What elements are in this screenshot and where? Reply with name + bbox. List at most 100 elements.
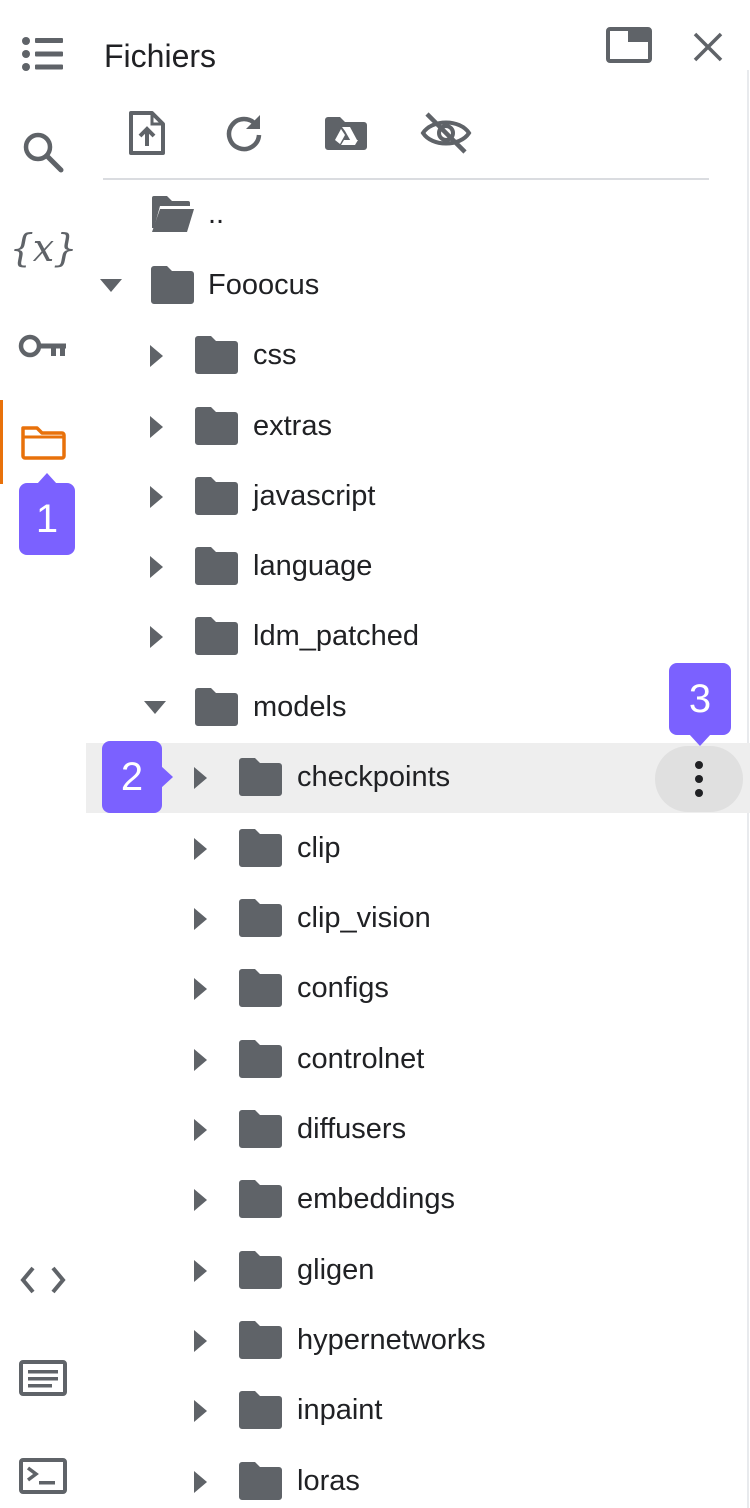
search-button[interactable] — [0, 112, 86, 192]
tree-row-parent[interactable]: .. — [86, 180, 750, 250]
folder-icon — [195, 407, 238, 445]
tree-row-clip[interactable]: clip — [86, 814, 750, 884]
tree-row-extras[interactable]: extras — [86, 392, 750, 462]
tree-label: inpaint — [297, 1394, 383, 1426]
more-vert-icon — [695, 761, 703, 797]
caret-right-icon[interactable] — [190, 908, 212, 930]
tree-label: loras — [297, 1465, 360, 1497]
tree-label: .. — [208, 198, 225, 230]
caret-right-icon[interactable] — [146, 345, 168, 367]
folder-icon — [195, 688, 238, 726]
tree-row-css[interactable]: css — [86, 321, 750, 391]
mount-drive-button[interactable] — [318, 108, 374, 158]
hide-hidden-files-icon — [420, 112, 472, 154]
panel-title: Fichiers — [104, 38, 217, 74]
tree-label: extras — [253, 410, 332, 442]
folder-icon — [239, 1251, 282, 1289]
active-indicator — [0, 400, 3, 484]
tree-row-configs[interactable]: configs — [86, 954, 750, 1024]
open-folder-icon — [152, 196, 194, 232]
folder-icon — [195, 617, 238, 655]
folder-icon — [239, 758, 282, 796]
caret-right-icon[interactable] — [146, 416, 168, 438]
tree-row-language[interactable]: language — [86, 532, 750, 602]
tree-row-ldm-patched[interactable]: ldm_patched — [86, 602, 750, 672]
tree-label: checkpoints — [297, 761, 451, 793]
close-button[interactable] — [686, 25, 730, 69]
tree-label: gligen — [297, 1254, 375, 1286]
left-rail: {x} — [0, 0, 86, 1508]
folder-icon — [239, 1462, 282, 1500]
tree-row-checkpoints[interactable]: checkpoints — [86, 743, 750, 813]
terminal-button[interactable] — [0, 1436, 86, 1508]
tree-row-diffusers[interactable]: diffusers — [86, 1095, 750, 1165]
caret-down-icon[interactable] — [100, 275, 122, 297]
tree-row-models[interactable]: models — [86, 673, 750, 743]
folder-icon — [239, 969, 282, 1007]
code-icon — [20, 1266, 66, 1294]
folder-icon — [195, 547, 238, 585]
step-badge-2: 2 — [102, 741, 173, 813]
toolbar-divider — [103, 178, 709, 180]
tree-row-fooocus[interactable]: Fooocus — [86, 251, 750, 321]
step-badge-3: 3 — [669, 663, 731, 746]
tree-label: hypernetworks — [297, 1324, 486, 1356]
tree-label: models — [253, 691, 347, 723]
tree-label: css — [253, 339, 297, 371]
folder-icon — [239, 829, 282, 867]
caret-right-icon[interactable] — [190, 1119, 212, 1141]
folder-icon — [195, 477, 238, 515]
caret-right-icon[interactable] — [190, 767, 212, 789]
tree-row-inpaint[interactable]: inpaint — [86, 1376, 750, 1446]
tree-row-clip-vision[interactable]: clip_vision — [86, 884, 750, 954]
secrets-button[interactable] — [0, 306, 86, 386]
tree-row-embeddings[interactable]: embeddings — [86, 1165, 750, 1235]
upload-button[interactable] — [119, 108, 175, 158]
refresh-button[interactable] — [216, 108, 272, 158]
folder-icon — [239, 1040, 282, 1078]
open-in-tab-icon — [606, 27, 652, 63]
tree-label: clip — [297, 832, 341, 864]
tree-label: embeddings — [297, 1183, 455, 1215]
terminal-icon — [19, 1458, 67, 1494]
tree-row-javascript[interactable]: javascript — [86, 462, 750, 532]
code-snippets-button[interactable] — [0, 1240, 86, 1320]
tree-label: language — [253, 550, 373, 582]
folder-icon — [239, 899, 282, 937]
table-of-contents-button[interactable] — [0, 14, 86, 94]
tree-label: ldm_patched — [253, 620, 420, 652]
toggle-hidden-files-button[interactable] — [418, 108, 474, 158]
caret-right-icon[interactable] — [190, 978, 212, 1000]
upload-file-icon — [129, 111, 165, 155]
mount-drive-icon — [325, 117, 367, 150]
tree-label: configs — [297, 972, 389, 1004]
step-badge-1: 1 — [19, 473, 75, 555]
key-icon — [18, 334, 66, 358]
caret-down-icon[interactable] — [144, 697, 166, 719]
open-in-tab-button[interactable] — [604, 25, 654, 65]
folder-icon — [239, 1391, 282, 1429]
caret-right-icon[interactable] — [190, 1471, 212, 1493]
caret-right-icon[interactable] — [190, 1330, 212, 1352]
refresh-icon — [226, 115, 262, 152]
caret-right-icon[interactable] — [190, 1189, 212, 1211]
caret-right-icon[interactable] — [146, 626, 168, 648]
caret-right-icon[interactable] — [146, 556, 168, 578]
caret-right-icon[interactable] — [190, 838, 212, 860]
caret-right-icon[interactable] — [190, 1400, 212, 1422]
tree-row-loras[interactable]: loras — [86, 1447, 750, 1508]
files-button[interactable] — [0, 402, 86, 482]
caret-right-icon[interactable] — [190, 1260, 212, 1282]
tree-row-controlnet[interactable]: controlnet — [86, 1025, 750, 1095]
tree-row-gligen[interactable]: gligen — [86, 1236, 750, 1306]
caret-right-icon[interactable] — [190, 1049, 212, 1071]
caret-right-icon[interactable] — [146, 486, 168, 508]
tree-row-hypernetworks[interactable]: hypernetworks — [86, 1306, 750, 1376]
folder-icon — [21, 426, 66, 460]
variables-button[interactable]: {x} — [0, 208, 86, 288]
command-palette-button[interactable] — [0, 1338, 86, 1418]
search-icon — [23, 132, 64, 173]
folder-icon — [195, 336, 238, 374]
more-options-button[interactable] — [655, 746, 743, 812]
